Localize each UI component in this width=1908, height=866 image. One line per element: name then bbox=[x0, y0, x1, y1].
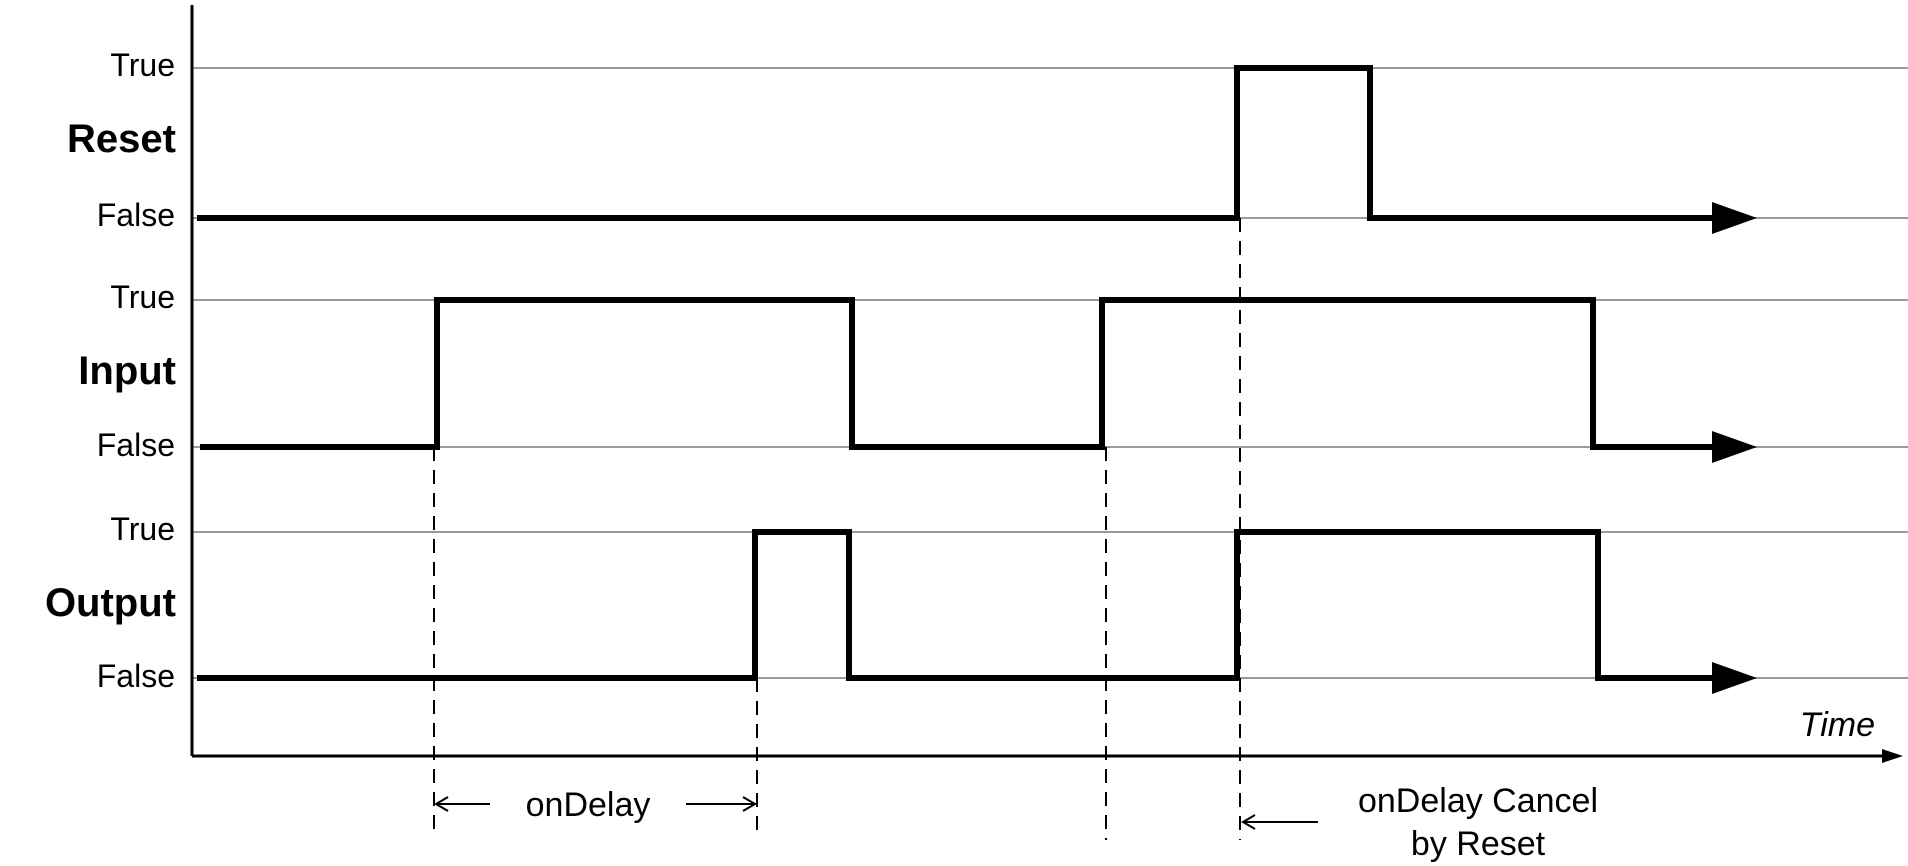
output-waveform-arrowhead bbox=[1712, 662, 1757, 694]
reset-false-label: False bbox=[97, 197, 175, 233]
reset-true-label: True bbox=[110, 47, 175, 83]
input-waveform-arrowhead bbox=[1712, 431, 1757, 463]
axes bbox=[190, 5, 1903, 763]
output-waveform bbox=[197, 529, 1717, 681]
signal-names: Reset Input Output bbox=[45, 117, 176, 625]
reset-signal-name: Reset bbox=[67, 117, 176, 161]
on-delay-right-arrowhead bbox=[742, 796, 757, 812]
timing-markers bbox=[433, 218, 1241, 840]
cancel-label-line2: by Reset bbox=[1411, 825, 1546, 863]
cancel-annotation: onDelay Cancel by Reset bbox=[1241, 782, 1598, 863]
input-true-label: True bbox=[110, 279, 175, 315]
on-delay-left-arrowhead bbox=[434, 796, 449, 812]
level-gridlines bbox=[192, 67, 1908, 679]
reset-waveform bbox=[197, 65, 1717, 221]
input-signal-name: Input bbox=[78, 349, 176, 393]
waveforms bbox=[197, 65, 1757, 694]
input-waveform bbox=[200, 297, 1717, 450]
input-false-label: False bbox=[97, 427, 175, 463]
on-delay-label: onDelay bbox=[526, 786, 651, 824]
output-false-label: False bbox=[97, 658, 175, 694]
level-labels: True False True False True False bbox=[97, 47, 175, 694]
on-delay-annotation: onDelay bbox=[434, 786, 757, 824]
output-signal-name: Output bbox=[45, 581, 176, 625]
output-true-label: True bbox=[110, 511, 175, 547]
cancel-label-line1: onDelay Cancel bbox=[1358, 782, 1598, 820]
time-axis-label: Time bbox=[1800, 706, 1875, 744]
reset-waveform-arrowhead bbox=[1712, 202, 1757, 234]
cancel-arrowhead bbox=[1241, 814, 1256, 830]
time-axis-arrowhead bbox=[1882, 749, 1903, 763]
